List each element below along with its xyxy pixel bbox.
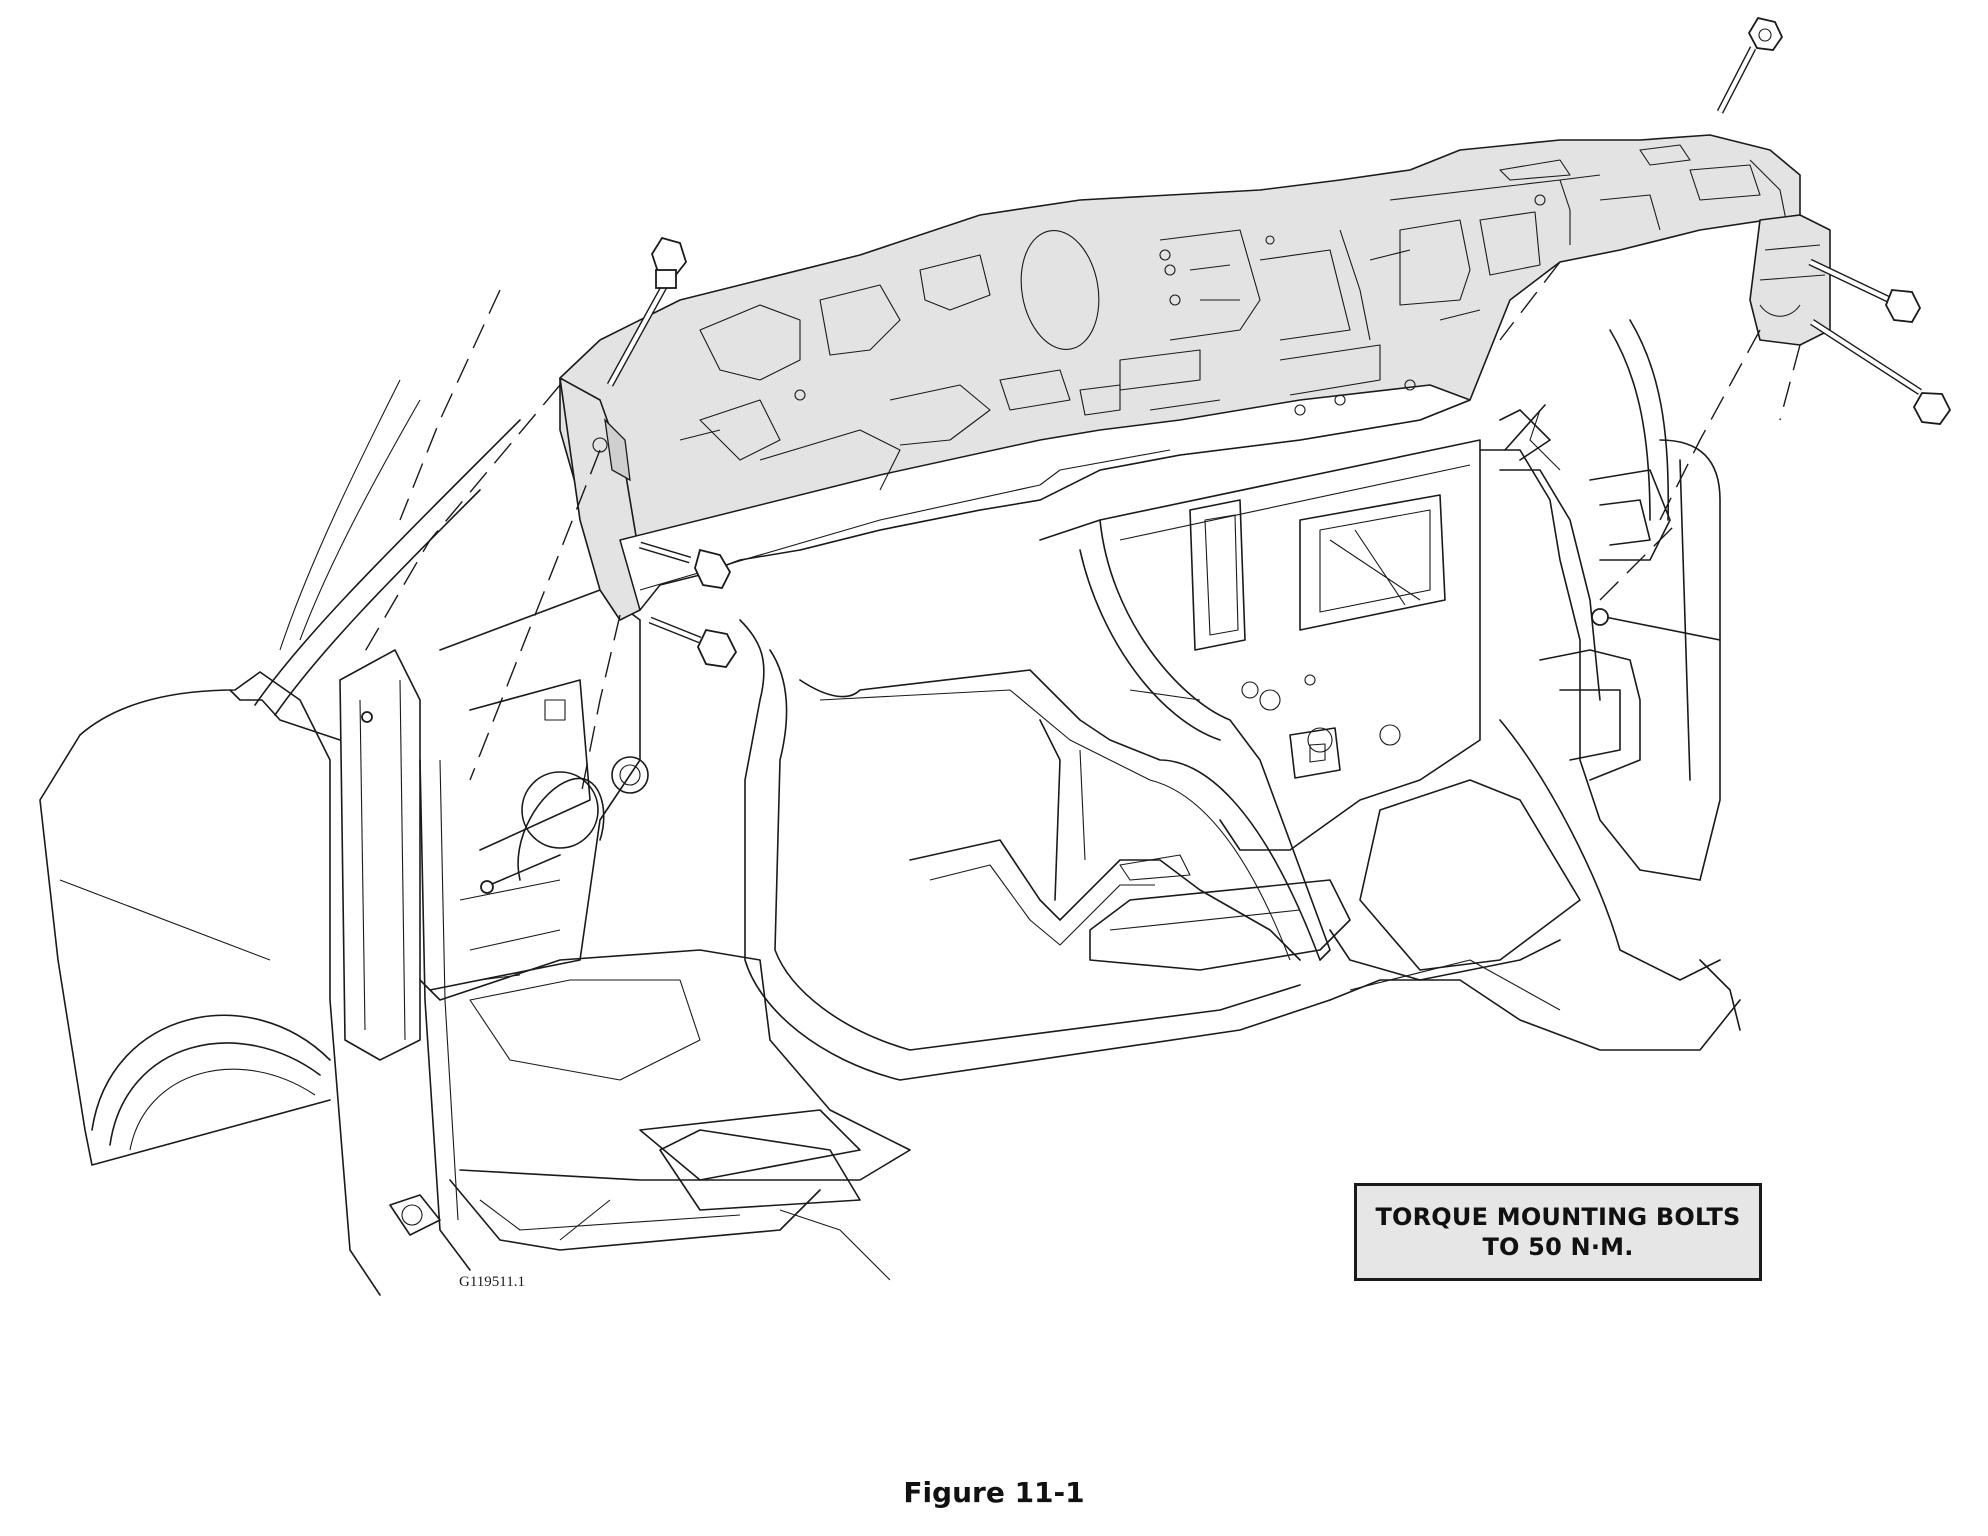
assembly-lines [359, 261, 1801, 801]
mounting-bolt-top-right [1716, 16, 1784, 114]
radiator-support-assembly [559, 134, 1831, 621]
vehicle-body-shell [39, 319, 1741, 1296]
figure-caption: Figure 11-1 [903, 1476, 1085, 1509]
mounting-bolt-right-lower [1810, 319, 1952, 425]
mounting-bolt-right-upper [1808, 258, 1922, 323]
mounting-bolt-left-lower [648, 616, 738, 668]
torque-callout-line1: TORQUE MOUNTING BOLTS [1375, 1203, 1741, 1231]
fastener-left-pillar [361, 711, 561, 894]
mounting-bolt-left-upper [638, 541, 732, 589]
torque-callout-box: TORQUE MOUNTING BOLTS TO 50 N·M. [1354, 1183, 1762, 1281]
torque-callout-line2: TO 50 N·M. [1482, 1233, 1634, 1261]
mounting-bolt-top-left [606, 236, 688, 387]
mounting-stud-right [1504, 404, 1721, 641]
drawing-number-label: G119511.1 [459, 1274, 525, 1290]
